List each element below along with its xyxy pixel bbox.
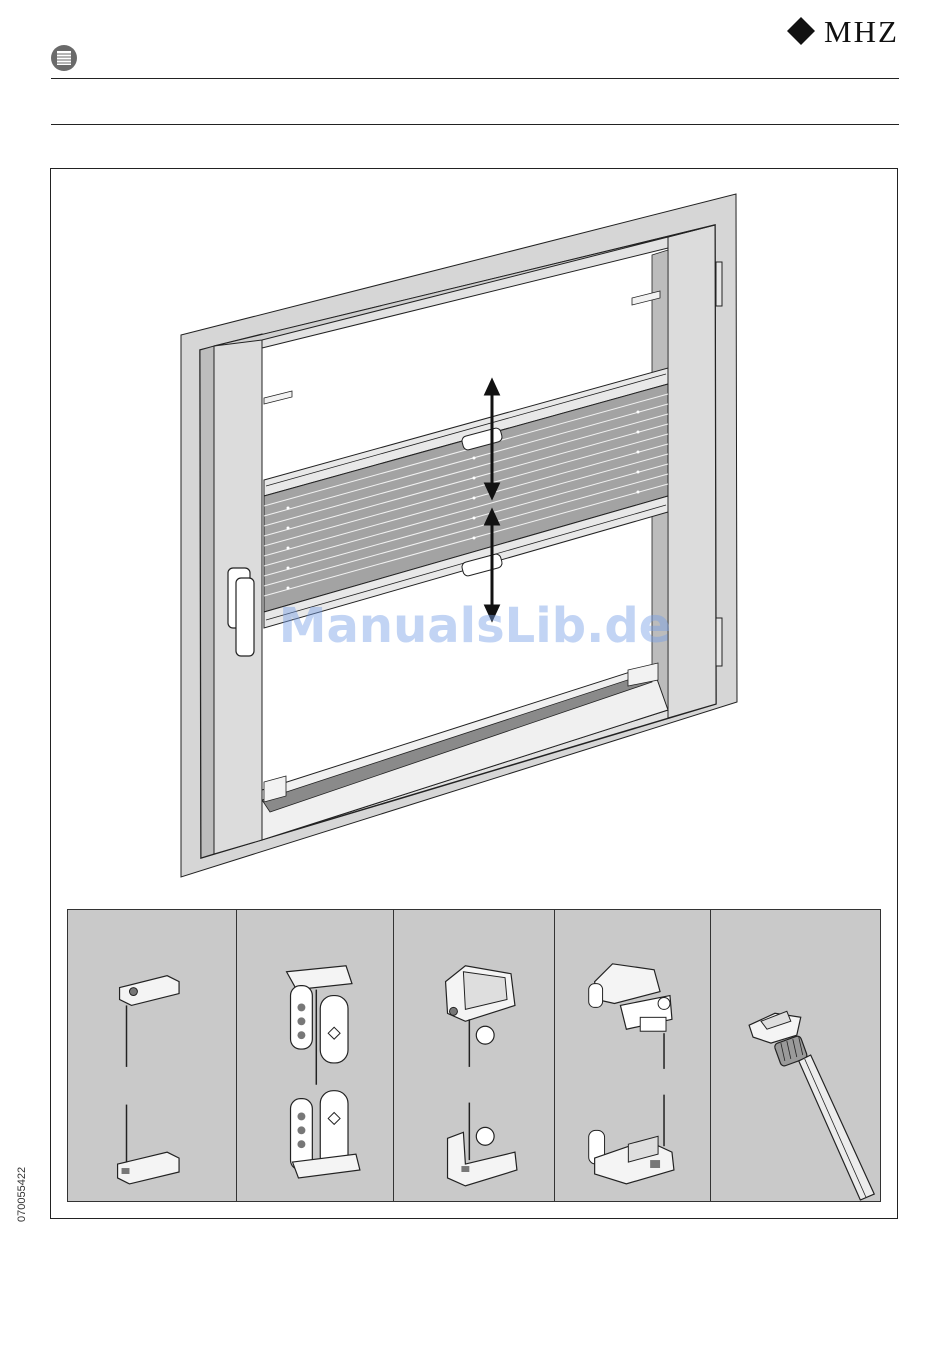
part-clamp-bracket-simple [68,910,237,1201]
angle-clamp-icon [555,910,711,1201]
part-cover-bracket-with-cap [394,910,555,1201]
hole-plate-bracket-icon [237,910,394,1201]
part-angle-clamp-bracket [555,910,712,1201]
operating-rod-icon [711,910,880,1201]
part-bracket-with-hole-plate [237,910,395,1201]
part-operating-rod [711,910,880,1201]
cover-bracket-icon [394,910,554,1201]
document-number: 070055422 [16,1167,28,1222]
clamp-bracket-icon [68,910,236,1201]
parts-panel [67,909,881,1202]
watermark: ManualsLib.de [0,598,950,654]
hinge-top [716,262,722,306]
